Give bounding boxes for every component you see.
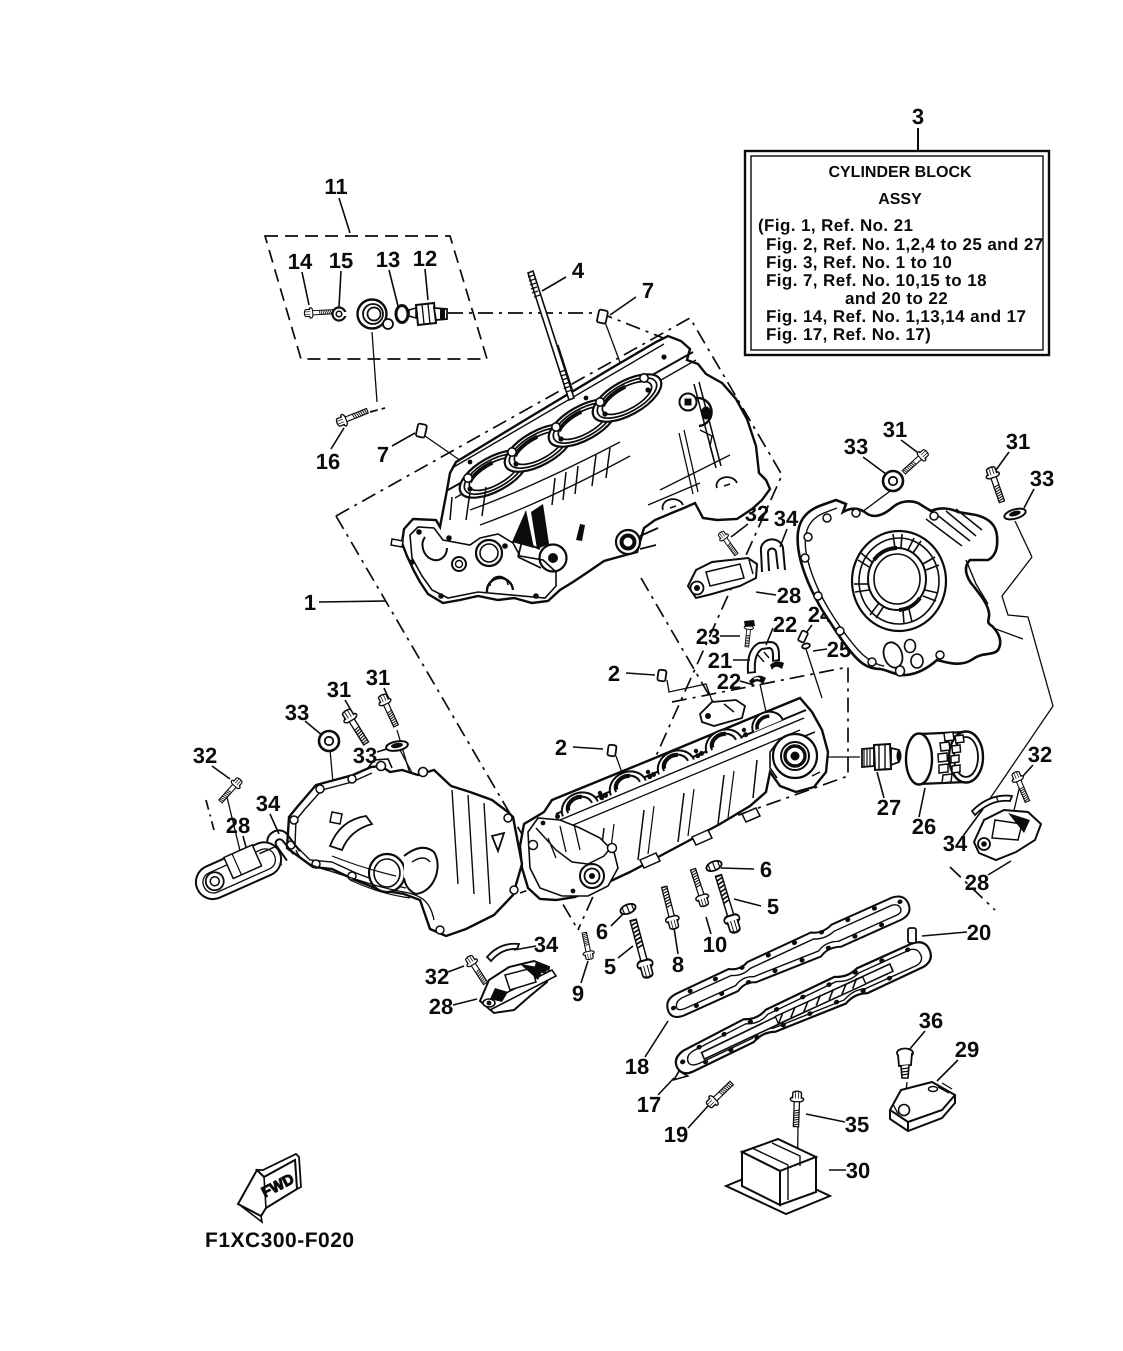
svg-text:18: 18 <box>625 1054 649 1079</box>
svg-text:33: 33 <box>353 743 377 768</box>
svg-text:and 20 to 22: and 20 to 22 <box>845 289 948 308</box>
svg-text:F1XC300-F020: F1XC300-F020 <box>205 1229 355 1252</box>
svg-text:17: 17 <box>637 1092 661 1117</box>
svg-text:14: 14 <box>288 249 313 274</box>
svg-text:(Fig. 1, Ref. No. 21: (Fig. 1, Ref. No. 21 <box>758 216 913 235</box>
svg-text:23: 23 <box>696 624 720 649</box>
svg-text:15: 15 <box>329 248 353 273</box>
svg-text:27: 27 <box>877 795 901 820</box>
svg-text:28: 28 <box>429 994 453 1019</box>
svg-text:34: 34 <box>256 791 281 816</box>
svg-text:10: 10 <box>703 932 727 957</box>
svg-text:21: 21 <box>708 648 732 673</box>
svg-text:Fig. 3, Ref. No. 1 to 10: Fig. 3, Ref. No. 1 to 10 <box>766 253 952 272</box>
svg-text:28: 28 <box>226 813 250 838</box>
svg-text:32: 32 <box>425 964 449 989</box>
svg-text:11: 11 <box>324 174 347 199</box>
svg-text:22: 22 <box>773 612 797 637</box>
svg-text:34: 34 <box>534 932 559 957</box>
svg-text:22: 22 <box>717 669 741 694</box>
svg-text:8: 8 <box>672 952 684 977</box>
svg-text:34: 34 <box>774 506 799 531</box>
svg-text:Fig. 14, Ref. No. 1,13,14 and: Fig. 14, Ref. No. 1,13,14 and 17 <box>766 307 1026 326</box>
svg-text:19: 19 <box>664 1122 688 1147</box>
svg-text:33: 33 <box>1030 466 1054 491</box>
svg-text:2: 2 <box>555 735 567 760</box>
svg-text:20: 20 <box>967 920 991 945</box>
svg-text:13: 13 <box>376 247 400 272</box>
svg-text:Fig. 7, Ref. No. 10,15 to 18: Fig. 7, Ref. No. 10,15 to 18 <box>766 271 987 290</box>
svg-text:5: 5 <box>604 954 616 979</box>
svg-text:CYLINDER BLOCK: CYLINDER BLOCK <box>828 164 972 181</box>
svg-text:6: 6 <box>760 857 772 882</box>
svg-text:1: 1 <box>304 590 316 615</box>
svg-text:6: 6 <box>596 919 608 944</box>
svg-text:Fig. 17, Ref. No. 17): Fig. 17, Ref. No. 17) <box>766 325 931 344</box>
svg-text:30: 30 <box>846 1158 870 1183</box>
svg-text:12: 12 <box>413 246 437 271</box>
svg-text:5: 5 <box>767 894 779 919</box>
svg-text:3: 3 <box>912 104 924 129</box>
svg-text:28: 28 <box>777 583 801 608</box>
svg-text:26: 26 <box>912 814 936 839</box>
svg-text:Fig. 2, Ref. No. 1,2,4 to 25 a: Fig. 2, Ref. No. 1,2,4 to 25 and 27 <box>766 235 1044 254</box>
svg-text:28: 28 <box>965 870 989 895</box>
svg-text:16: 16 <box>316 449 340 474</box>
svg-text:31: 31 <box>366 665 390 690</box>
svg-text:35: 35 <box>845 1112 869 1137</box>
svg-text:36: 36 <box>919 1008 943 1033</box>
svg-text:2: 2 <box>608 661 620 686</box>
svg-text:32: 32 <box>193 743 217 768</box>
svg-text:ASSY: ASSY <box>878 191 922 208</box>
svg-text:32: 32 <box>1028 742 1052 767</box>
svg-text:31: 31 <box>883 417 907 442</box>
svg-text:31: 31 <box>1006 429 1030 454</box>
svg-text:31: 31 <box>327 677 351 702</box>
svg-text:9: 9 <box>572 981 584 1006</box>
svg-text:33: 33 <box>844 434 868 459</box>
svg-text:7: 7 <box>642 278 654 303</box>
svg-text:7: 7 <box>377 442 389 467</box>
svg-text:4: 4 <box>572 258 585 283</box>
svg-text:29: 29 <box>955 1037 979 1062</box>
